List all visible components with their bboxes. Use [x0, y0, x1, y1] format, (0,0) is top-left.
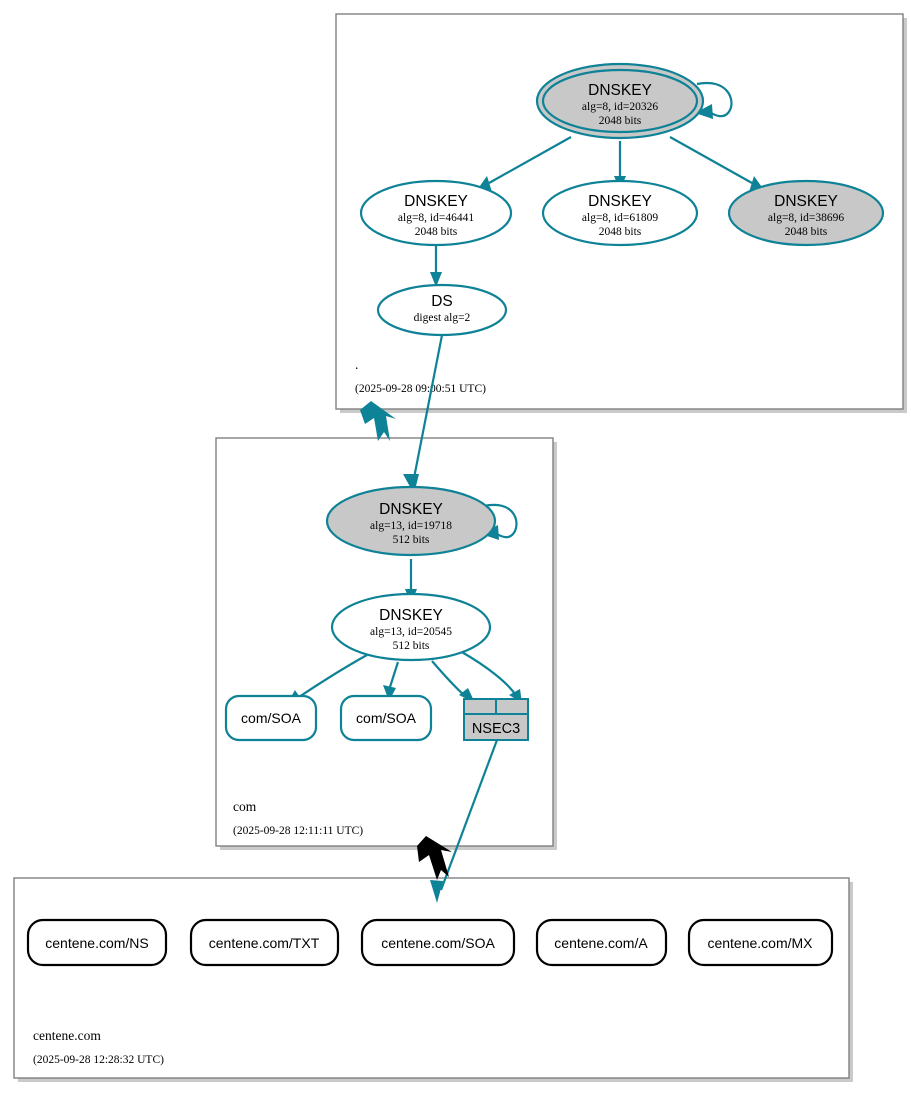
- node-com-nsec3-label: NSEC3: [472, 721, 520, 737]
- node-centene-mx-box: [687, 918, 834, 967]
- node-root-ksk-bits: 2048 bits: [599, 115, 642, 127]
- node-com-soa-2-label: com/SOA: [356, 710, 417, 726]
- node-root-ksk-alg-id: alg=8, id=20326: [582, 101, 658, 113]
- node-com-soa-1-label: com/SOA: [241, 710, 302, 726]
- node-root-ds-digest: digest alg=2: [414, 312, 471, 324]
- node-root-zsk-46441-alg-id: alg=8, id=46441: [398, 212, 474, 224]
- node-centene-soa-label: centene.com/SOA: [381, 935, 495, 951]
- node-root-zsk-38696-alg-id: alg=8, id=38696: [768, 212, 844, 224]
- zone-root-label: .: [355, 357, 358, 372]
- node-centene-mx[interactable]: centene.com/MX: [687, 918, 834, 967]
- node-centene-a-box: [535, 918, 668, 967]
- node-com-ksk-bits: 512 bits: [393, 534, 430, 546]
- node-com-soa-1[interactable]: com/SOA: [224, 694, 318, 742]
- node-root-ds[interactable]: DS digest alg=2: [376, 283, 508, 337]
- node-root-zsk-61809-ellipse: [541, 179, 699, 247]
- node-com-soa-1-box: [224, 694, 318, 742]
- delegation-arrow-com-to-centene: [417, 836, 452, 880]
- node-centene-txt[interactable]: centene.com/TXT: [189, 918, 340, 967]
- delegation-arrow-root-to-com: [360, 401, 396, 441]
- node-com-ksk-ellipse: [325, 485, 497, 557]
- node-com-zsk-bits: 512 bits: [393, 640, 430, 652]
- node-centene-ns[interactable]: centene.com/NS: [26, 918, 168, 967]
- node-com-ksk-alg-id: alg=13, id=19718: [370, 520, 452, 532]
- zone-root-timestamp: (2025-09-28 09:00:51 UTC): [355, 383, 486, 395]
- node-centene-txt-box: [189, 918, 340, 967]
- node-root-zsk-61809-alg-id: alg=8, id=61809: [582, 212, 658, 224]
- node-centene-ns-box: [26, 918, 168, 967]
- node-com-soa-2[interactable]: com/SOA: [339, 694, 433, 742]
- node-root-zsk-46441-bits: 2048 bits: [415, 226, 458, 238]
- node-root-ds-ellipse: [376, 283, 508, 337]
- node-com-nsec3[interactable]: NSEC3: [463, 698, 529, 741]
- node-com-nsec3-cell-right[interactable]: [495, 698, 529, 715]
- node-root-zsk-38696-title: DNSKEY: [774, 193, 838, 210]
- node-root-ds-title: DS: [431, 293, 453, 310]
- node-root-ksk-20326[interactable]: DNSKEY alg=8, id=20326 2048 bits: [535, 62, 705, 140]
- zone-com-label: com: [233, 799, 257, 814]
- edge-root-ksk-self-loop: [695, 81, 733, 119]
- node-root-zsk-38696[interactable]: DNSKEY alg=8, id=38696 2048 bits: [727, 179, 885, 247]
- node-com-ksk-19718[interactable]: DNSKEY alg=13, id=19718 512 bits: [325, 485, 497, 557]
- node-root-zsk-38696-bits: 2048 bits: [785, 226, 828, 238]
- zone-centene-label: centene.com: [33, 1028, 101, 1043]
- node-com-zsk-20545[interactable]: DNSKEY alg=13, id=20545 512 bits: [330, 592, 492, 662]
- node-root-ksk-title: DNSKEY: [588, 82, 652, 99]
- node-centene-soa-box: [360, 918, 516, 967]
- node-centene-mx-label: centene.com/MX: [707, 935, 813, 951]
- node-com-zsk-title: DNSKEY: [379, 607, 443, 624]
- node-centene-a[interactable]: centene.com/A: [535, 918, 668, 967]
- node-root-zsk-61809[interactable]: DNSKEY alg=8, id=61809 2048 bits: [541, 179, 699, 247]
- node-centene-ns-label: centene.com/NS: [45, 935, 149, 951]
- node-root-zsk-46441[interactable]: DNSKEY alg=8, id=46441 2048 bits: [359, 179, 513, 247]
- node-root-zsk-38696-ellipse: [727, 179, 885, 247]
- zone-centene-border: [13, 877, 850, 1079]
- edge-root-46441-to-ds: [430, 242, 442, 287]
- node-root-zsk-46441-title: DNSKEY: [404, 193, 468, 210]
- edge-delegation-com-to-centene-nsec3: [430, 739, 499, 903]
- node-root-zsk-46441-ellipse: [359, 179, 513, 247]
- node-root-ksk-inner-ellipse: [541, 68, 699, 134]
- node-com-ksk-title: DNSKEY: [379, 501, 443, 518]
- node-com-nsec3-label-box: [463, 713, 529, 741]
- node-centene-txt-label: centene.com/TXT: [209, 935, 320, 951]
- node-root-zsk-61809-bits: 2048 bits: [599, 226, 642, 238]
- edge-com-zsk-to-soa-2: [383, 661, 400, 701]
- node-com-zsk-ellipse: [330, 592, 492, 662]
- zone-centene-timestamp: (2025-09-28 12:28:32 UTC): [33, 1054, 164, 1066]
- node-root-zsk-61809-title: DNSKEY: [588, 193, 652, 210]
- zone-centene: centene.com (2025-09-28 12:28:32 UTC): [13, 877, 853, 1082]
- zone-com-timestamp: (2025-09-28 12:11:11 UTC): [233, 825, 363, 837]
- node-com-nsec3-cell-left[interactable]: [463, 698, 497, 715]
- node-com-soa-2-box: [339, 694, 433, 742]
- node-centene-a-label: centene.com/A: [554, 935, 648, 951]
- node-com-zsk-alg-id: alg=13, id=20545: [370, 626, 452, 638]
- node-centene-soa[interactable]: centene.com/SOA: [360, 918, 516, 967]
